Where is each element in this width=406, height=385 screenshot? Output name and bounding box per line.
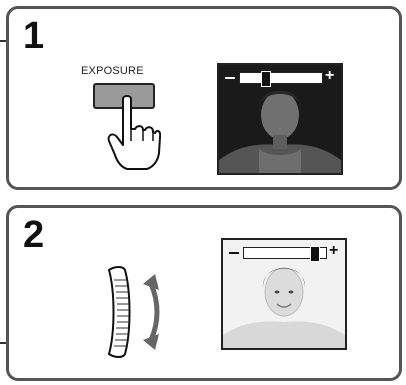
meter-track [243, 246, 327, 262]
step-1-panel: 1 EXPOSURE + [6, 6, 402, 190]
pressing-hand-icon [107, 95, 161, 170]
meter-track [239, 71, 323, 87]
meter-minus-sign [229, 252, 239, 254]
viewfinder-screen-bright: + [221, 238, 347, 350]
exposure-meter: + [225, 67, 335, 87]
meter-plus-sign: + [325, 67, 335, 84]
step-number: 2 [23, 214, 45, 256]
margin-rule-top [0, 40, 10, 42]
meter-indicator [261, 71, 271, 87]
meter-minus-sign [225, 77, 235, 79]
exposure-button-label: EXPOSURE [81, 65, 144, 77]
margin-rule-bottom [0, 342, 10, 344]
control-dial-icon[interactable] [101, 262, 171, 362]
step-number: 1 [23, 15, 45, 57]
viewfinder-screen-dark: + [217, 63, 343, 175]
meter-indicator [310, 246, 320, 262]
exposure-meter: + [229, 242, 339, 262]
meter-plus-sign: + [329, 242, 339, 259]
step-2-panel: 2 + [6, 205, 402, 381]
